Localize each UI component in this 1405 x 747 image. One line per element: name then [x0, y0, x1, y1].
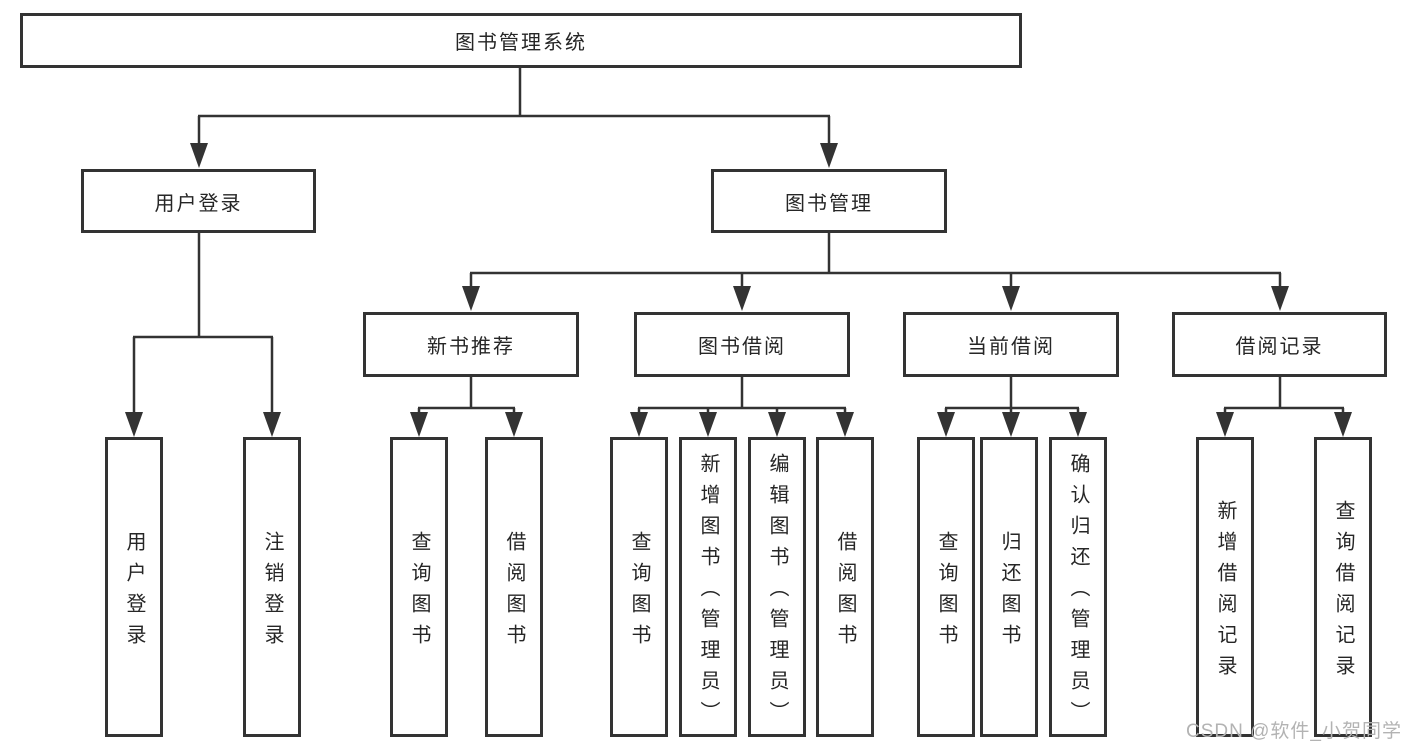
arrowhead — [699, 412, 717, 437]
arrowhead — [768, 412, 786, 437]
arrowhead — [190, 143, 208, 168]
node-current-borrowing: 当前借阅 — [903, 312, 1119, 377]
leaf-borrow-books-recommend: 借阅图书 — [485, 437, 543, 737]
leaf-add-borrow-record: 新增借阅记录 — [1196, 437, 1254, 737]
leaf-confirm-return-admin: 确认归还（管理员） — [1049, 437, 1107, 737]
leaf-label: 新增图书（管理员） — [697, 453, 719, 732]
arrowhead — [462, 286, 480, 311]
leaf-query-books-current: 查询图书 — [917, 437, 975, 737]
arrowhead — [125, 412, 143, 437]
arrowhead — [1216, 412, 1234, 437]
leaf-return-book: 归还图书 — [980, 437, 1038, 737]
leaf-label: 借阅图书 — [503, 530, 525, 655]
leaf-label: 新增借阅记录 — [1214, 499, 1236, 686]
leaf-query-books-recommend: 查询图书 — [390, 437, 448, 737]
arrowhead — [1069, 412, 1087, 437]
arrowhead — [1002, 412, 1020, 437]
watermark: CSDN @软件_小贺同学 — [1186, 721, 1402, 742]
node-borrowing-records: 借阅记录 — [1172, 312, 1387, 377]
node-book-management: 图书管理 — [711, 169, 947, 233]
arrowhead — [836, 412, 854, 437]
leaf-edit-book-admin: 编辑图书（管理员） — [748, 437, 806, 737]
leaf-add-book-admin: 新增图书（管理员） — [679, 437, 737, 737]
leaf-borrow-books-borrowing: 借阅图书 — [816, 437, 874, 737]
arrowhead — [820, 143, 838, 168]
leaf-label: 归还图书 — [998, 530, 1020, 655]
arrowhead — [733, 286, 751, 311]
arrowhead — [1334, 412, 1352, 437]
leaf-label: 借阅图书 — [834, 530, 856, 655]
leaf-query-borrow-record: 查询借阅记录 — [1314, 437, 1372, 737]
node-book-borrowing: 图书借阅 — [634, 312, 850, 377]
arrowhead — [630, 412, 648, 437]
leaf-label: 用户登录 — [123, 530, 145, 655]
arrowhead — [937, 412, 955, 437]
node-new-book-recommendation: 新书推荐 — [363, 312, 579, 377]
node-library-management-system: 图书管理系统 — [20, 13, 1022, 68]
arrowhead — [410, 412, 428, 437]
leaf-label: 编辑图书（管理员） — [766, 453, 788, 732]
leaf-label: 查询借阅记录 — [1332, 499, 1354, 686]
leaf-logout: 注销登录 — [243, 437, 301, 737]
leaf-label: 注销登录 — [261, 530, 283, 655]
arrowhead — [1002, 286, 1020, 311]
node-user-login: 用户登录 — [81, 169, 316, 233]
arrowhead — [263, 412, 281, 437]
leaf-label: 查询图书 — [408, 530, 430, 655]
leaf-query-books-borrowing: 查询图书 — [610, 437, 668, 737]
arrowhead — [505, 412, 523, 437]
leaf-label: 确认归还（管理员） — [1067, 453, 1089, 732]
arrowhead — [1271, 286, 1289, 311]
leaf-label: 查询图书 — [935, 530, 957, 655]
leaf-user-login: 用户登录 — [105, 437, 163, 737]
leaf-label: 查询图书 — [628, 530, 650, 655]
